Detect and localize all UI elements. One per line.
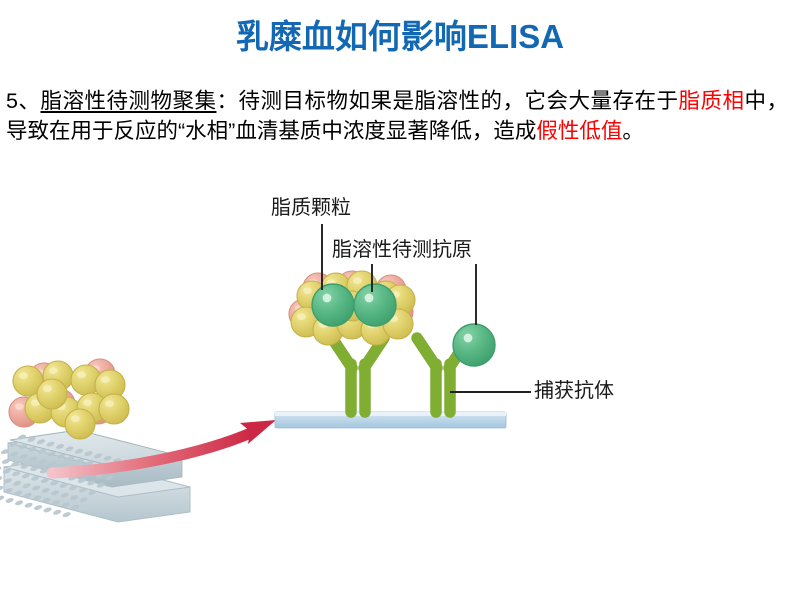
body-text-part3: 。 (622, 119, 644, 143)
body-subheading: 脂溶性待测物聚集 (40, 89, 217, 113)
bound-antigen-sphere (452, 323, 496, 367)
lipid-cluster-with-antigen-icon (288, 270, 416, 346)
body-highlight-lipid-phase: 脂质相 (678, 89, 745, 113)
capture-antibody-right (417, 338, 469, 412)
body-colon: ： (216, 89, 239, 113)
plate-surface-bar (274, 411, 507, 429)
free-lipid-cluster-icon (8, 358, 130, 440)
curved-arrow-icon (46, 420, 276, 479)
label-fat-soluble-antigen: 脂溶性待测抗原 (332, 239, 472, 261)
body-highlight-false-low: 假性低值 (536, 119, 623, 143)
body-list-number: 5、 (6, 89, 41, 113)
microplate-icon (0, 429, 191, 523)
capture-antibody-left (332, 338, 384, 412)
label-capture-antibody: 捕获抗体 (534, 380, 614, 402)
body-text-part2: 中，导致在用于反应的“水相”血清基质中浓度显著降低，造成 (6, 89, 788, 143)
body-paragraph: 5、脂溶性待测物聚集：待测目标物如果是脂溶性的，它会大量存在于脂质相中，导致在用… (6, 86, 788, 146)
body-text-part1: 待测目标物如果是脂溶性的，它会大量存在于 (238, 89, 679, 113)
page-title: 乳糜血如何影响ELISA (235, 18, 565, 55)
label-lipid-particle: 脂质颗粒 (271, 197, 351, 219)
